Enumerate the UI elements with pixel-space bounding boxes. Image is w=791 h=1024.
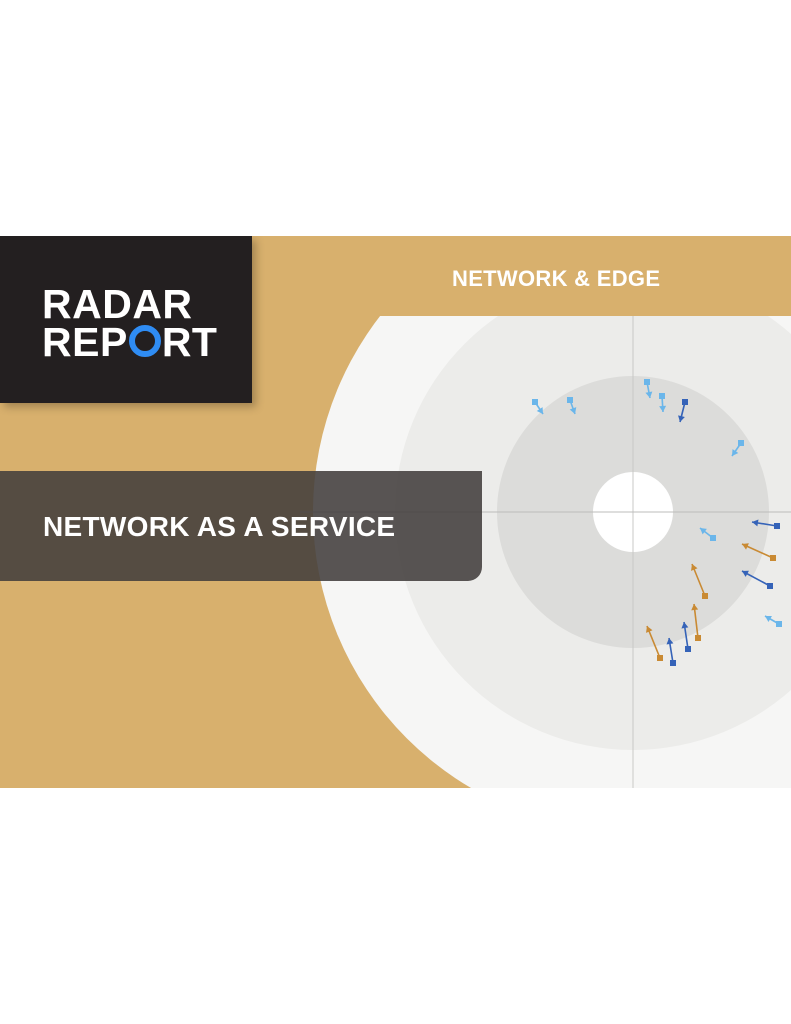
vendor-arrow-marker-icon [741, 570, 773, 589]
report-cover: RADAR REP RT NETWORK & EDGE NETWORK AS A … [0, 236, 791, 788]
vendor-arrow-marker-icon [699, 527, 716, 541]
logo-report-start: REP [42, 319, 128, 365]
vendor-arrow-marker-icon [659, 393, 667, 413]
vendor-markers [532, 379, 782, 666]
vendor-arrow-marker-icon [678, 399, 688, 423]
vendor-arrow-marker-icon [681, 621, 691, 652]
vendor-arrow-marker-icon [731, 440, 744, 457]
vendor-arrow-marker-icon [764, 615, 782, 627]
logo-o-ring-icon [128, 325, 161, 357]
logo-word-report: REP RT [42, 322, 217, 363]
vendor-arrow-marker-icon [532, 399, 544, 415]
vendor-arrow-marker-icon [644, 379, 653, 399]
radar-report-logo: RADAR REP RT [0, 236, 252, 403]
report-title: NETWORK AS A SERVICE [43, 511, 396, 542]
logo-report-end: RT [161, 319, 218, 365]
vendor-arrow-marker-icon [751, 519, 780, 529]
vendor-arrow-marker-icon [567, 397, 577, 415]
vendor-arrow-marker-icon [691, 563, 708, 599]
vendor-arrow-marker-icon [646, 625, 663, 661]
vendor-arrow-marker-icon [741, 543, 776, 561]
vendor-arrow-marker-icon [691, 603, 701, 641]
title-band: NETWORK AS A SERVICE [0, 471, 482, 581]
vendor-arrow-marker-icon [666, 637, 676, 666]
logo-word-radar: RADAR [42, 281, 193, 327]
category-label: NETWORK & EDGE [452, 266, 661, 291]
